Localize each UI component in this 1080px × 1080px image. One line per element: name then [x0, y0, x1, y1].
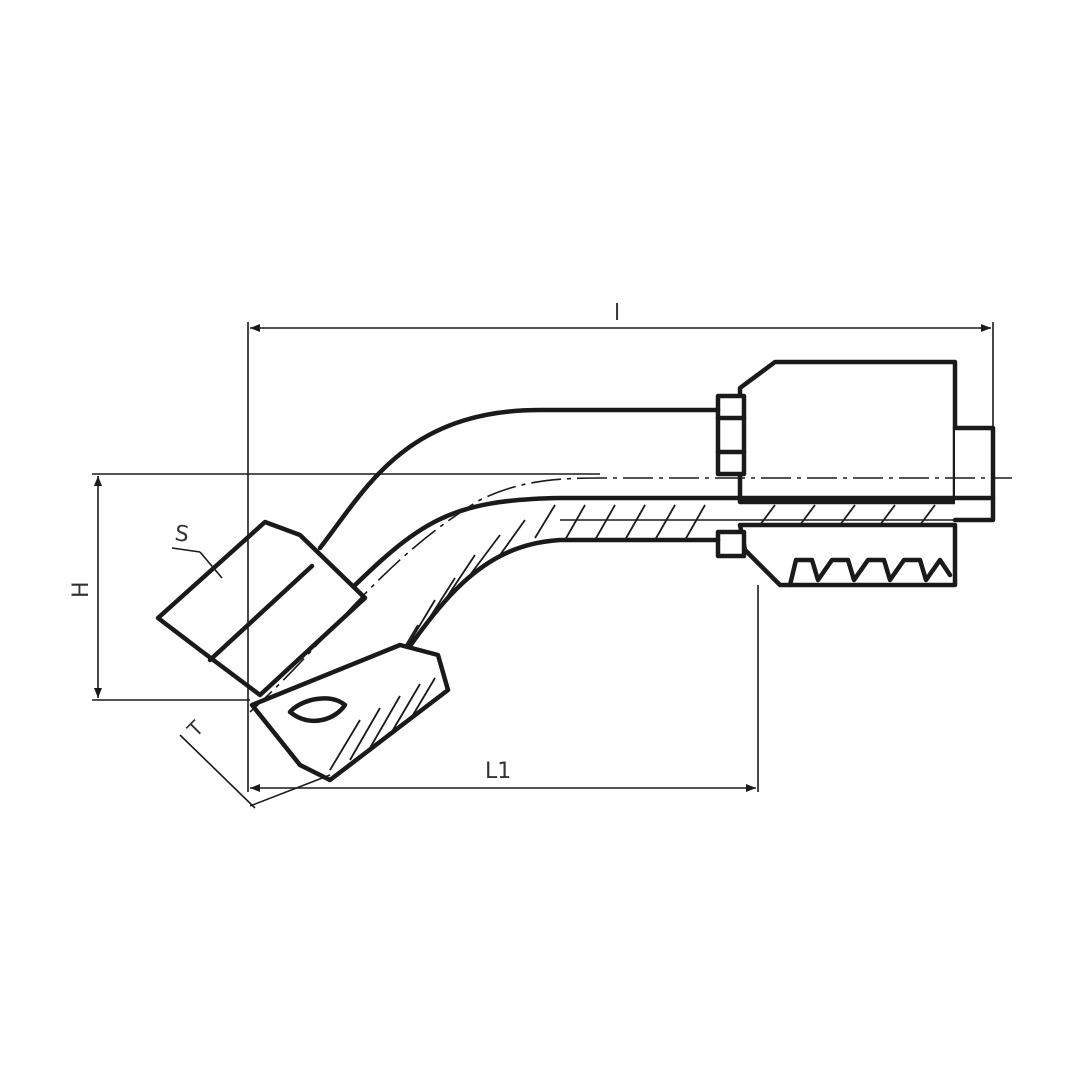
- ferrule-serrations: [787, 557, 953, 588]
- nut-hatching: [329, 677, 436, 771]
- swivel-nut: [155, 519, 451, 783]
- dimension-height: H: [69, 473, 600, 701]
- thread-label: T: [182, 715, 209, 742]
- overall-length-label: l: [614, 301, 620, 326]
- height-label: H: [69, 581, 94, 598]
- hex-size-label: S: [173, 521, 190, 548]
- center-lines: [249, 477, 1012, 713]
- dimension-overall-length: l: [247, 301, 994, 700]
- dimension-l1: L1: [247, 585, 759, 792]
- l1-label: L1: [485, 759, 511, 784]
- hex-size-callout: S: [171, 521, 223, 579]
- ferrule: [715, 359, 996, 588]
